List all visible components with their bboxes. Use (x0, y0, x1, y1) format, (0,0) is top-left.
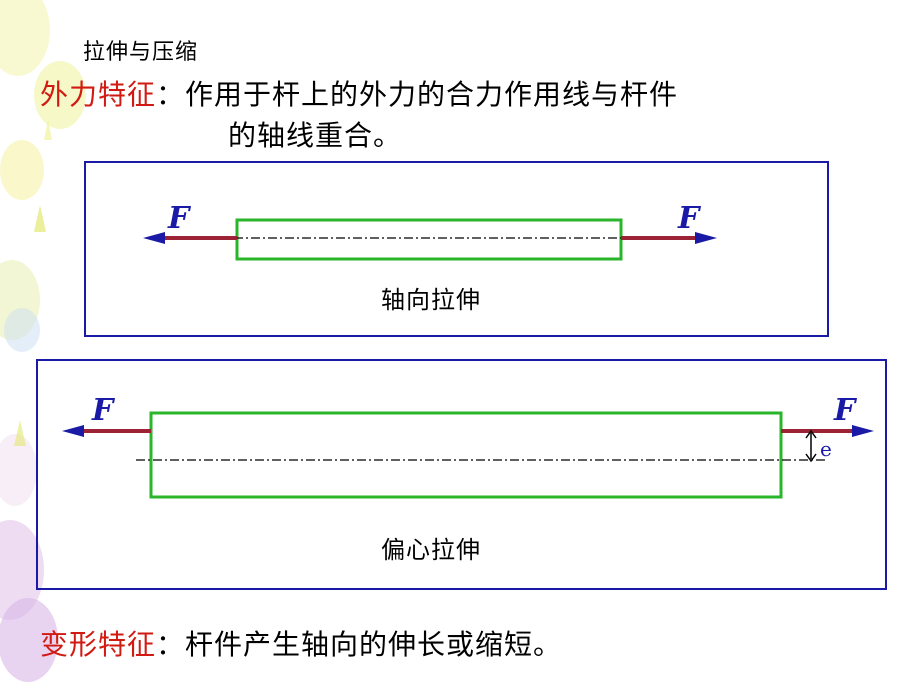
deformation-line: 变形特征：杆件产生轴向的伸长或缩短。 (40, 623, 562, 663)
axial-tension-panel (84, 161, 829, 337)
external-force-label: 外力特征 (40, 78, 157, 111)
external-force-text-line1: 作用于杆上的外力的合力作用线与杆件 (185, 78, 679, 111)
deformation-text: 杆件产生轴向的伸长或缩短。 (185, 628, 563, 661)
deformation-label: 变形特征 (40, 628, 157, 661)
deformation-colon: ： (156, 628, 186, 661)
eccentric-tension-panel (36, 359, 887, 590)
external-force-colon: ： (156, 78, 186, 111)
page-title: 拉伸与压缩 (83, 40, 199, 65)
external-force-line1: 外力特征：作用于杆上的外力的合力作用线与杆件 (40, 73, 678, 113)
axial-tension-caption: 轴向拉伸 (381, 286, 481, 314)
external-force-text-line2: 的轴线重合。 (228, 119, 403, 152)
eccentric-tension-caption: 偏心拉伸 (381, 536, 481, 564)
